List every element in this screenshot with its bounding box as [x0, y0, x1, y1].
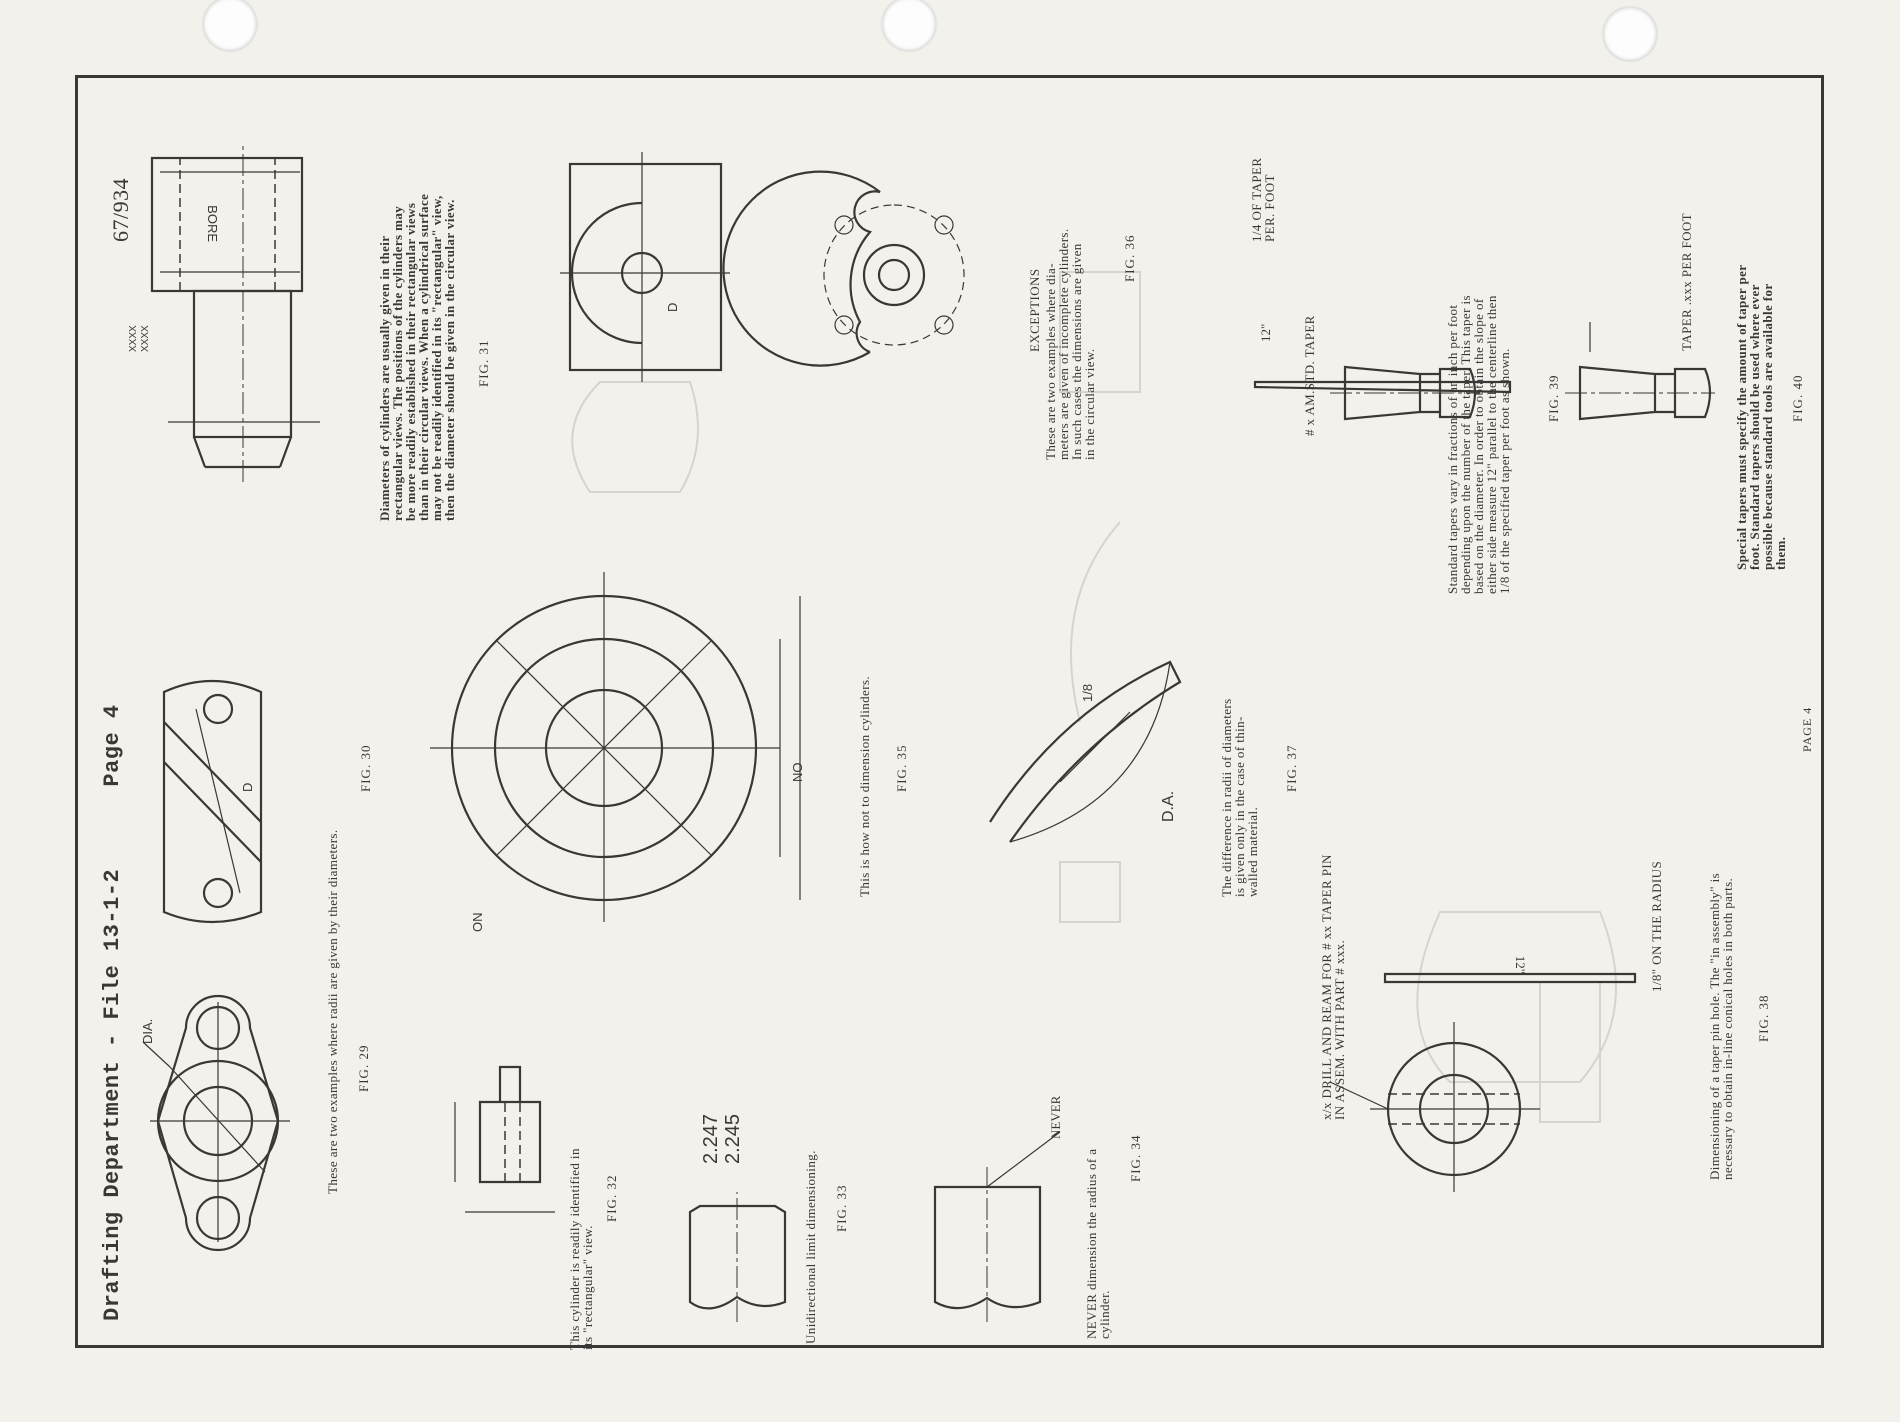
limit-upper: 2.247 [700, 1113, 722, 1164]
fig38-label: FIG. 38 [1756, 994, 1771, 1042]
caption-line: cylinder. [1097, 1290, 1112, 1339]
fig30-label: FIG. 30 [358, 744, 373, 792]
caption-line: then the diameter should be given in the… [442, 199, 457, 521]
fig32-drawing [454, 1065, 555, 1213]
radius-note: 1/8" ON THE RADIUS [1649, 860, 1664, 992]
label-frac: 1/8 [1080, 683, 1095, 702]
fig38-drawing [1329, 972, 1637, 1192]
limit-lower: 2.245 [722, 1113, 744, 1164]
page-title-text: Drafting Department - File 13-1-2 [100, 868, 125, 1321]
caption-line: possible because standard tools are avai… [1760, 283, 1775, 570]
label-dia: DIA. [140, 1018, 155, 1044]
caption-line: in the circular view. [1082, 348, 1097, 460]
punch-hole [882, 0, 936, 51]
fig33-caption: Unidirectional limit dimensioning. [803, 1150, 818, 1344]
label-d: D [665, 302, 680, 312]
label-never: NEVER [1048, 1095, 1063, 1139]
doc-number: 67/934 [108, 177, 133, 242]
length-label: 12" [1258, 323, 1273, 342]
fig35-drawing [430, 572, 801, 922]
label-da: D.A. [1160, 790, 1177, 822]
fig35-caption: This is how not to dimension cylinders. [857, 675, 872, 897]
label-on: ON [470, 912, 485, 933]
fig40-label: FIG. 40 [1790, 374, 1805, 422]
caption-line: necessary to obtain in-line conical hole… [1720, 877, 1735, 1180]
punch-hole [1603, 7, 1657, 61]
fig36-drawing [560, 152, 965, 382]
label-xxxx: XXXX [140, 325, 151, 352]
caption-line: These are two examples where radii are g… [325, 829, 340, 1194]
length-label: 12" [1513, 955, 1528, 974]
fig33-label: FIG. 33 [834, 1184, 849, 1232]
fig31-drawing [150, 142, 320, 482]
fig29-drawing [142, 994, 290, 1252]
fig38-caption: Dimensioning of a taper pin hole. The "i… [1707, 873, 1735, 1180]
caption-line: Unidirectional limit dimensioning. [803, 1150, 818, 1344]
fig37-drawing [989, 660, 1182, 843]
fig30-drawing [162, 679, 263, 924]
fig31-caption: Diameters of cylinders are usually given… [377, 194, 457, 521]
fig36-label: FIG. 36 [1122, 234, 1137, 282]
fig39-callout: # x AM.STD. TAPER [1302, 315, 1317, 436]
fig31-label: FIG. 31 [476, 339, 491, 387]
caption-line: them. [1773, 536, 1788, 570]
fig35-label: FIG. 35 [894, 744, 909, 792]
label-d: D [240, 782, 255, 792]
fig40-caption: Special tapers must specify the amount o… [1734, 265, 1788, 570]
page-title: Drafting Department - File 13-1-2 Page 4 [100, 704, 125, 1321]
caption-line: 1/8 of the specified taper per foot as s… [1497, 348, 1512, 594]
caption-line: walled material. [1245, 806, 1260, 897]
page-footer: PAGE 4 [1800, 706, 1814, 752]
fig34-label: FIG. 34 [1128, 1134, 1143, 1182]
fig40-drawing [1565, 322, 1715, 421]
label-xxxx: XXXX [128, 325, 139, 352]
fig36-caption: These are two examples where dia-meters … [1043, 228, 1097, 460]
fig37-label: FIG. 37 [1284, 744, 1299, 792]
label-bore: BORE [205, 205, 220, 242]
fig36-heading: EXCEPTIONS [1027, 268, 1042, 352]
page-number-header: Page 4 [100, 704, 125, 787]
punch-hole [203, 0, 257, 51]
fig33-drawing [688, 1192, 787, 1322]
fig29-label: FIG. 29 [356, 1044, 371, 1092]
taper-note-line: PER. FOOT [1262, 174, 1277, 242]
caption-line: its "rectangular" view. [580, 1225, 595, 1350]
fig40-callout: TAPER .xxx PER FOOT [1679, 212, 1694, 351]
callout-line: IN ASSEM. WITH PART # xxx. [1332, 939, 1347, 1120]
fig29-caption: These are two examples where radii are g… [325, 829, 340, 1194]
fig39-drawing [1253, 365, 1512, 421]
fig32-label: FIG. 32 [604, 1174, 619, 1222]
label-no: NO [790, 762, 805, 783]
fig39-label: FIG. 39 [1546, 374, 1561, 422]
fig34-drawing [933, 1131, 1061, 1322]
fig39-caption: Standard tapers vary in fractions of an … [1445, 295, 1512, 594]
caption-line: This is how not to dimension cylinders. [857, 675, 872, 897]
